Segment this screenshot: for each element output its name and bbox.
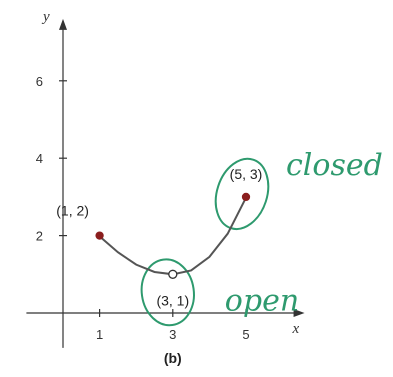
figure-caption: (b)	[164, 350, 182, 366]
x-tick-label: 3	[169, 327, 176, 342]
endpoints: (1, 2) (3, 1) (5, 3)	[56, 166, 262, 308]
y-tick-label: 6	[36, 74, 43, 89]
x-axis-arrow	[293, 309, 305, 317]
y-axis-arrow	[59, 18, 67, 30]
open-point	[168, 269, 178, 279]
closed-endpoint-circle	[214, 157, 270, 230]
point-label: (1, 2)	[56, 203, 89, 219]
y-axis-label: y	[41, 9, 50, 25]
annotation-open: open	[225, 283, 299, 318]
point-label: (3, 1)	[156, 292, 189, 308]
y-tick-label: 4	[36, 151, 43, 166]
axes: x y	[26, 9, 305, 348]
y-tick-label: 2	[36, 229, 43, 244]
series-curve	[98, 197, 247, 276]
closed-point	[95, 231, 104, 240]
x-tick-label: 1	[96, 327, 103, 342]
closed-point	[241, 192, 251, 202]
open-endpoint-circle	[140, 258, 195, 327]
point-label: (5, 3)	[230, 166, 263, 182]
x-axis-label: x	[292, 321, 300, 337]
x-tick-label: 5	[242, 327, 249, 342]
annotation-closed: closed	[286, 148, 383, 183]
ticks: 1 3 5 2 4 6	[36, 74, 250, 342]
